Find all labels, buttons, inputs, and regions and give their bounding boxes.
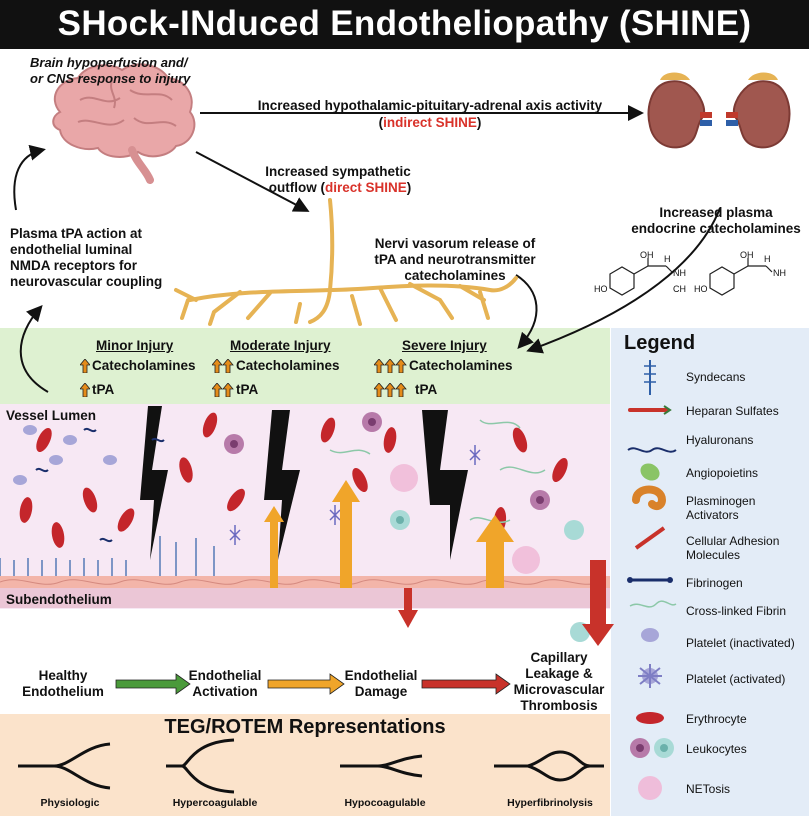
vessel-lumen-panel	[0, 404, 610, 609]
minor-tpa-row: tPA	[80, 382, 114, 397]
stage-healthy: Healthy Endothelium	[22, 668, 104, 699]
hpa-text: Increased hypothalamic-pituitary-adrenal…	[257, 98, 603, 113]
severity-arrows	[264, 480, 614, 646]
lumen-contents	[13, 412, 590, 642]
legend-angiopoietins: Angiopoietins	[686, 466, 759, 480]
plasma-endocrine-text: Increased plasma endocrine catecholamine…	[631, 205, 801, 236]
moderate-injury-heading: Moderate Injury	[230, 338, 331, 353]
chem-oh-2: OH	[740, 250, 754, 260]
indirect-shine-label: indirect SHINE	[383, 115, 477, 130]
chem-ho-1: HO	[594, 284, 608, 294]
nervi-vasorum-text: Nervi vasorum release of tPA and neurotr…	[374, 236, 536, 283]
subendothelium-label: Subendothelium	[6, 592, 112, 607]
chem-h-2: H	[764, 254, 771, 264]
legend-fibrinogen: Fibrinogen	[686, 576, 743, 590]
chem-ho-2: HO	[694, 284, 708, 294]
moderate-tpa-label: tPA	[236, 382, 259, 397]
stage-damage: Endothelial Damage	[344, 668, 418, 699]
legend-icons	[627, 360, 677, 800]
severe-tpa-label: tPA	[415, 382, 438, 397]
minor-tpa-label: tPA	[92, 382, 115, 397]
teg-label-hyperfibrinolysis: Hyperfibrinolysis	[507, 797, 593, 809]
moderate-cat-label: Catecholamines	[236, 358, 340, 373]
legend-heparan-sulfates: Heparan Sulfates	[686, 404, 779, 418]
teg-label-hypercoagulable: Hypercoagulable	[172, 797, 258, 809]
legend-hyaluronans: Hyaluronans	[686, 433, 754, 447]
minor-cat-row: Catecholamines	[80, 358, 196, 373]
stage-leakage: Capillary Leakage & Microvascular Thromb…	[513, 650, 605, 713]
lightning-bolts	[140, 406, 468, 560]
triple-up-arrow-icon	[374, 358, 407, 373]
legend-cross-linked-fibrin: Cross-linked Fibrin	[686, 604, 787, 618]
legend-erythrocyte: Erythrocyte	[686, 712, 747, 726]
legend-leukocytes: Leukocytes	[686, 742, 747, 756]
direct-shine-label: direct SHINE	[324, 180, 407, 195]
legend-platelet-inactivated: Platelet (inactivated)	[686, 636, 795, 650]
kidneys-icon	[647, 72, 791, 149]
stage-activation: Endothelial Activation	[188, 668, 262, 699]
vessel-lumen-label: Vessel Lumen	[6, 408, 97, 423]
legend-syndecans: Syndecans	[686, 370, 746, 384]
figure-title: SHock-INduced Endotheliopathy (SHINE)	[57, 4, 752, 43]
symp-text: Increased sympathetic	[265, 164, 411, 179]
teg-label-hypocoagulable: Hypocoagulable	[344, 797, 426, 809]
up-arrow-icon	[80, 382, 90, 397]
teg-title: TEG/ROTEM Representations	[164, 716, 446, 738]
minor-injury-heading: Minor Injury	[96, 338, 174, 353]
subendothelium-layer	[0, 588, 610, 608]
chem-oh-1: OH	[640, 250, 654, 260]
symp-line2: outflow (direct SHINE)	[268, 180, 412, 195]
brain-label: Brain hypoperfusion and/ or CNS response…	[30, 55, 191, 86]
severe-injury-heading: Severe Injury	[402, 338, 487, 353]
brain-icon	[52, 63, 196, 184]
teg-label-physiologic: Physiologic	[40, 797, 100, 809]
plasma-tpa-text: Plasma tPA action at endothelial luminal…	[10, 226, 163, 289]
title-bar	[0, 0, 809, 49]
legend-title: Legend	[624, 332, 696, 354]
severe-tpa-row: tPA	[374, 382, 437, 397]
moderate-cat-row: Catecholamines	[212, 358, 340, 373]
chem-h-1: H	[664, 254, 671, 264]
symp-text2: outflow	[268, 180, 317, 195]
severe-cat-label: Catecholamines	[409, 358, 513, 373]
triple-up-arrow-icon	[374, 382, 407, 397]
up-arrow-icon	[80, 358, 90, 373]
teg-curves	[18, 738, 604, 794]
nerve-icon	[174, 198, 518, 326]
moderate-tpa-row: tPA	[212, 382, 258, 397]
indirect-shine-line: (indirect SHINE)	[378, 115, 482, 130]
legend-plasminogen-activators: Plasminogen Activators	[686, 494, 756, 522]
injury-severity-band	[0, 328, 610, 404]
legend-cellular-adhesion: Cellular Adhesion Molecules	[686, 534, 780, 562]
chem-ch-1: CH	[673, 284, 686, 294]
severe-cat-row: Catecholamines	[374, 358, 513, 373]
legend-netosis: NETosis	[686, 782, 731, 796]
stage-arrows	[115, 673, 511, 695]
minor-cat-label: Catecholamines	[92, 358, 196, 373]
double-up-arrow-icon	[212, 382, 234, 397]
chem-nh-1: NH	[673, 268, 686, 278]
double-up-arrow-icon	[212, 358, 234, 373]
legend-platelet-activated: Platelet (activated)	[686, 672, 786, 686]
catecholamine-structures-icon	[609, 258, 773, 296]
chem-nh-2: NH	[773, 268, 786, 278]
